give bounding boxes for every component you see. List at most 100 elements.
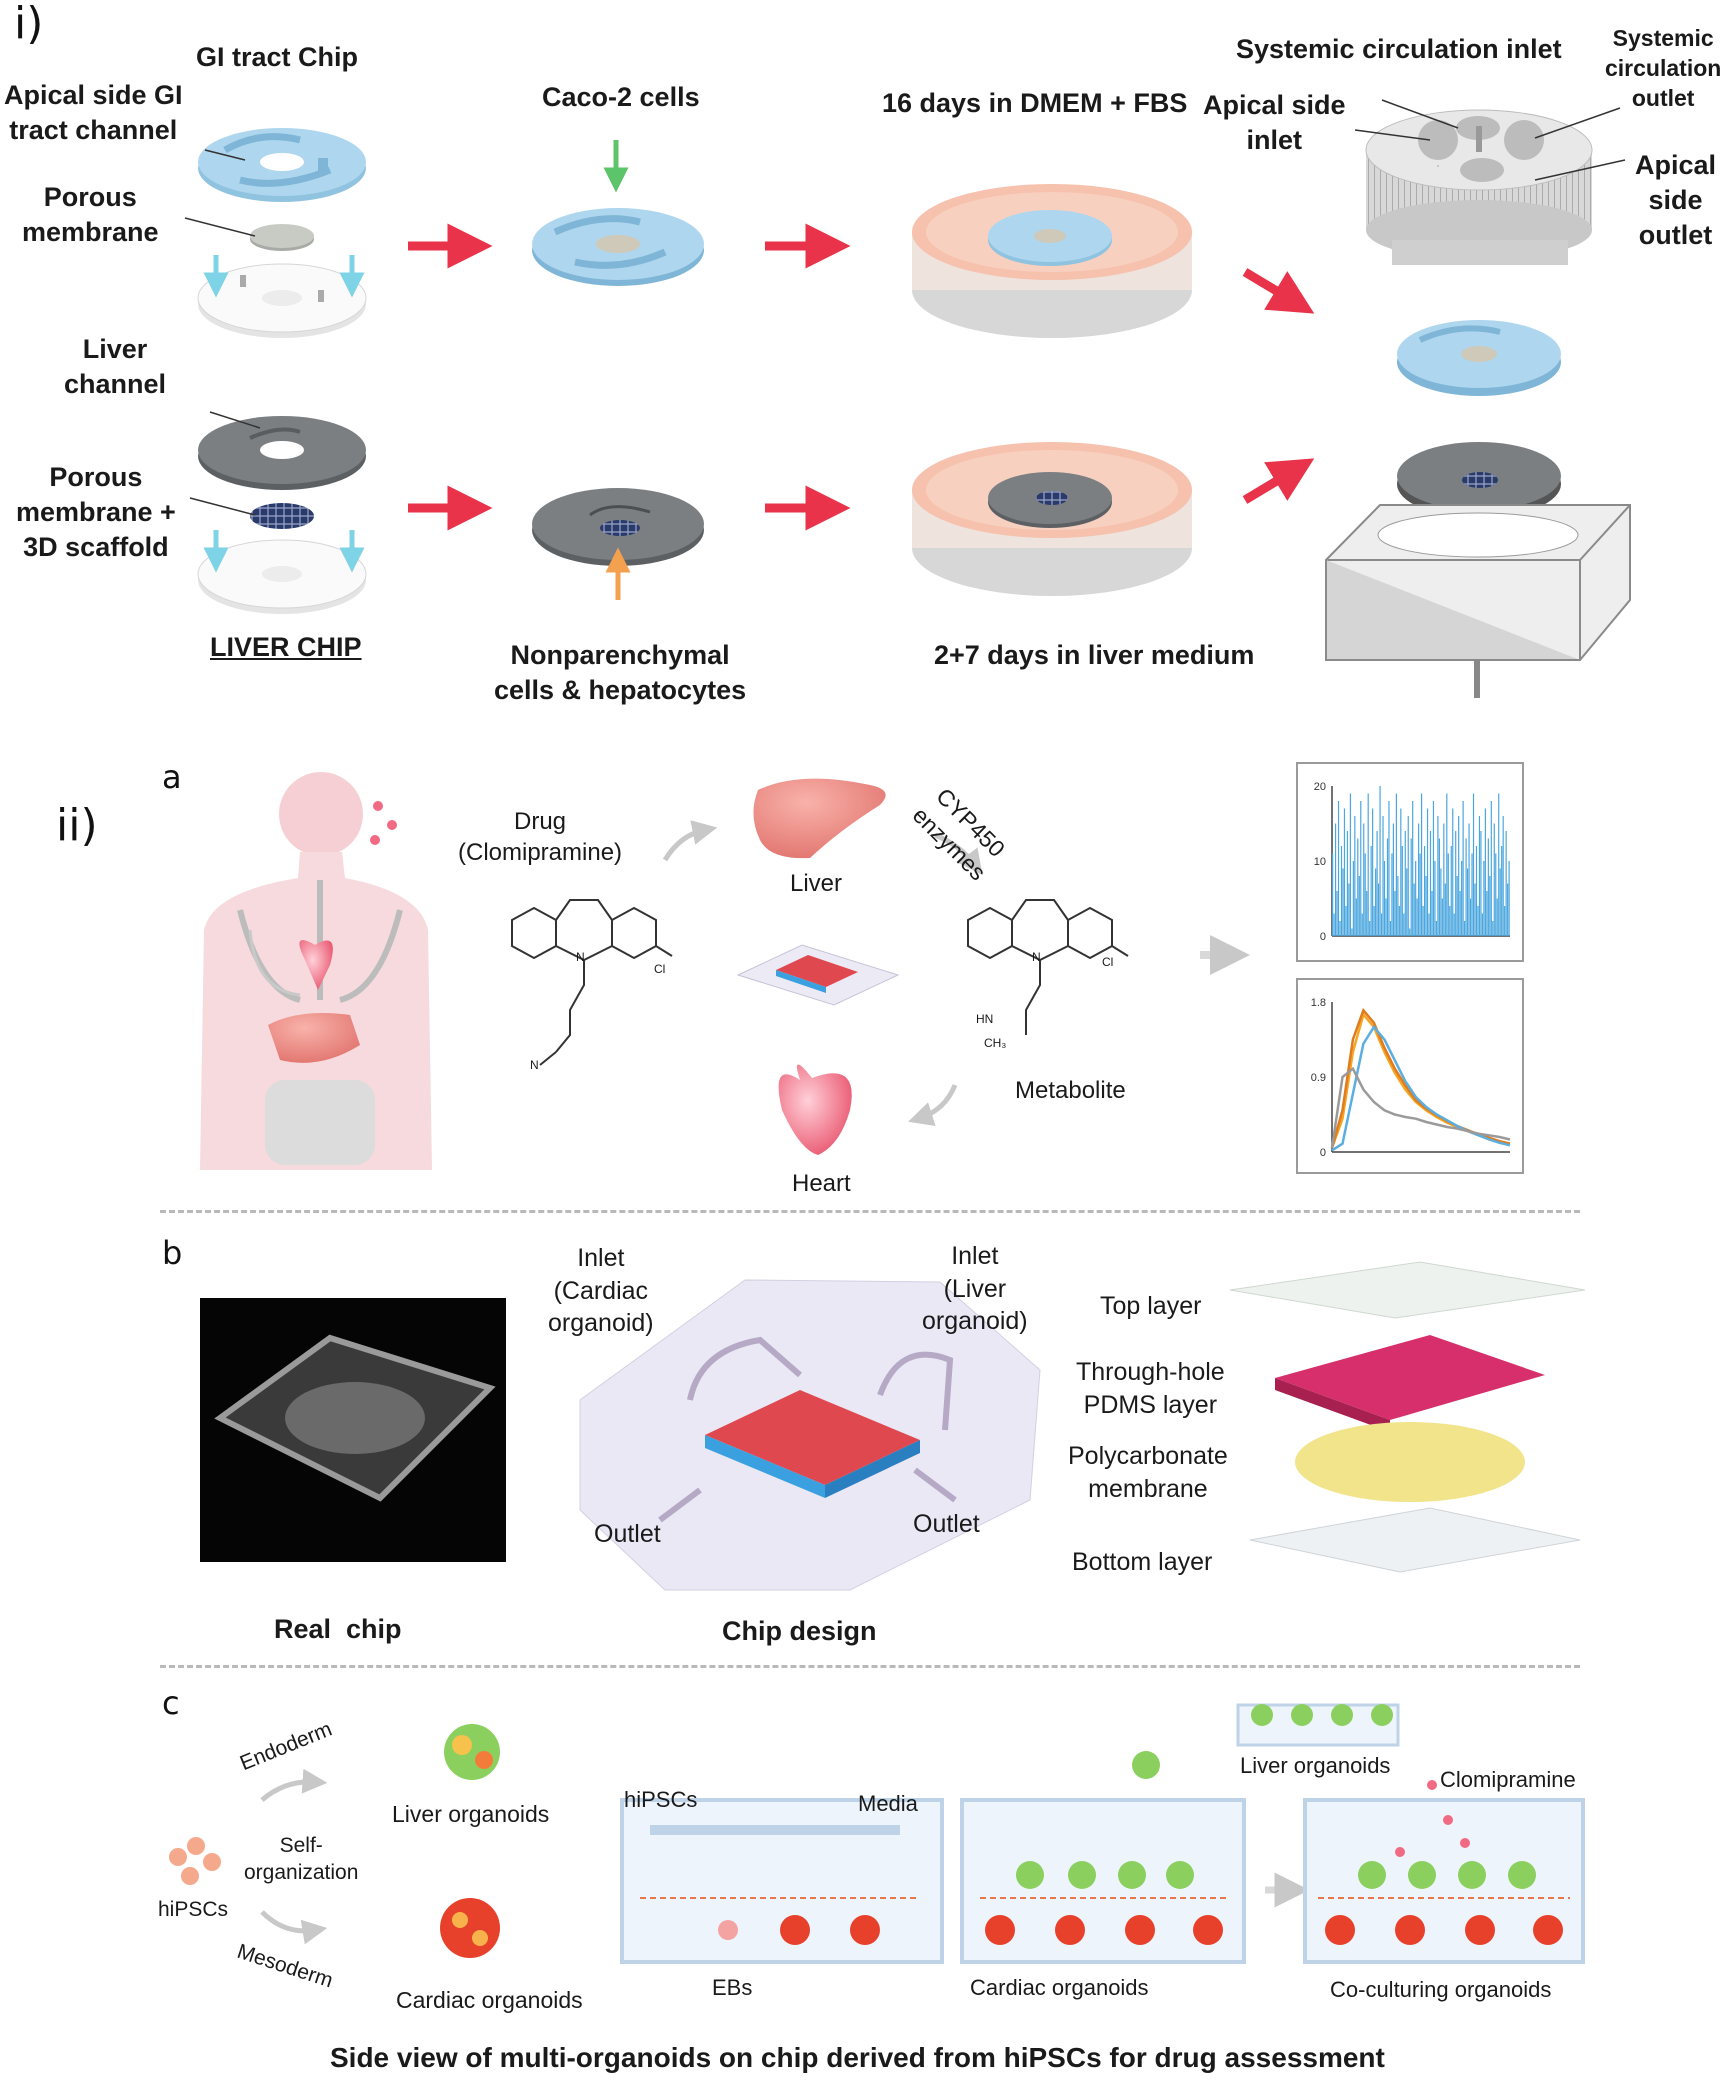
bottom-layer-label: Bottom layer bbox=[1072, 1548, 1213, 1576]
bar bbox=[1477, 906, 1479, 936]
bar bbox=[1407, 816, 1409, 936]
liver-medium-label: 2+7 days in liver medium bbox=[934, 640, 1255, 670]
systemic-outlet-label: Systemic circulation outlet bbox=[1605, 25, 1722, 111]
bar bbox=[1447, 853, 1449, 936]
curved-arrow bbox=[934, 832, 983, 875]
bar bbox=[1398, 906, 1400, 936]
n-atom-drug-ring: N bbox=[576, 950, 585, 964]
flow-arrow bbox=[1242, 268, 1315, 314]
y-tick-label: 0 bbox=[1320, 931, 1326, 943]
bar bbox=[1336, 891, 1338, 936]
bar bbox=[1391, 853, 1393, 936]
bar bbox=[1504, 906, 1506, 936]
liver-organoids-label-2: Liver organoids bbox=[1240, 1753, 1391, 1778]
bar bbox=[1446, 793, 1448, 936]
bar bbox=[1412, 801, 1414, 936]
nonparenchymal-label: Nonparenchymal cells & hepatocytes bbox=[494, 640, 747, 706]
clomipramine-structure bbox=[511, 899, 673, 1066]
bar bbox=[1360, 801, 1362, 936]
heart-illustration bbox=[778, 1064, 852, 1155]
bar bbox=[1471, 853, 1473, 936]
curved-arrow bbox=[908, 1084, 958, 1127]
top-layer-label: Top layer bbox=[1100, 1292, 1202, 1320]
bar bbox=[1410, 838, 1412, 936]
hepatocyte-chip bbox=[532, 488, 704, 600]
bar bbox=[1357, 838, 1359, 936]
bar bbox=[1363, 823, 1365, 936]
y-tick-label: 1.8 bbox=[1311, 997, 1326, 1009]
bar bbox=[1394, 891, 1396, 936]
liver-chip-title: LIVER CHIP bbox=[210, 632, 362, 662]
bar bbox=[1440, 868, 1442, 936]
bar bbox=[1449, 906, 1451, 936]
media-label: Media bbox=[858, 1791, 918, 1816]
gi-chip-title: GI tract Chip bbox=[196, 42, 359, 72]
bar bbox=[1339, 921, 1341, 936]
chip-design-caption: Chip design bbox=[722, 1616, 877, 1646]
inlet-cardiac-label: Inlet (Cardiac organoid) bbox=[548, 1244, 654, 1337]
panel-c-letter: c bbox=[162, 1684, 180, 1722]
hn-group: HN bbox=[976, 1012, 994, 1026]
bar bbox=[1352, 861, 1354, 936]
bar bbox=[1423, 846, 1426, 936]
concentration-chart-svg: 00.91.8 bbox=[1311, 997, 1511, 1159]
flow-arrow bbox=[1242, 458, 1315, 504]
bar bbox=[1498, 793, 1500, 936]
cardiac-organoids-label-2: Cardiac organoids bbox=[970, 1975, 1149, 2000]
bar bbox=[1351, 928, 1353, 936]
systemic-inlet-label: Systemic circulation inlet bbox=[1236, 34, 1562, 64]
bar bbox=[1386, 838, 1389, 936]
panel-b-letter: b bbox=[162, 1234, 183, 1272]
bar bbox=[1382, 816, 1384, 936]
metabolite-structure bbox=[967, 899, 1129, 1035]
petri-dish-dmem bbox=[912, 184, 1192, 338]
bar bbox=[1334, 823, 1337, 936]
inlet-liver-label: Inlet (Liver organoid) bbox=[922, 1242, 1028, 1335]
bar bbox=[1342, 868, 1344, 936]
bar bbox=[1392, 823, 1395, 936]
bar bbox=[1481, 913, 1484, 936]
bar bbox=[1466, 868, 1469, 936]
bar bbox=[1495, 853, 1497, 936]
bar bbox=[1409, 928, 1411, 936]
bar bbox=[1397, 876, 1399, 936]
ebs-label: EBs bbox=[712, 1975, 753, 2000]
bar bbox=[1452, 808, 1454, 936]
divider-bc bbox=[160, 1665, 1580, 1668]
bar bbox=[1444, 883, 1446, 936]
outlet-right-label: Outlet bbox=[913, 1510, 980, 1538]
bar bbox=[1492, 921, 1494, 936]
bar bbox=[1483, 861, 1485, 936]
bar bbox=[1443, 823, 1445, 936]
bar bbox=[1501, 846, 1503, 936]
drug-label: Drug (Clomipramine) bbox=[458, 808, 623, 867]
bar bbox=[1421, 793, 1423, 936]
bar bbox=[1404, 831, 1406, 936]
bar bbox=[1337, 801, 1340, 936]
bar bbox=[1403, 913, 1405, 936]
real-chip-image bbox=[214, 1334, 496, 1502]
bar bbox=[1388, 801, 1390, 936]
layer-stack bbox=[1229, 1261, 1586, 1573]
bar bbox=[1343, 808, 1346, 936]
bar bbox=[1493, 823, 1495, 936]
porous-membrane-label: Porous membrane bbox=[22, 182, 159, 248]
polycarbonate-label: Polycarbonate membrane bbox=[1068, 1442, 1228, 1503]
bar bbox=[1383, 861, 1386, 936]
bar bbox=[1372, 808, 1374, 936]
bar bbox=[1389, 921, 1392, 936]
real-chip-photo bbox=[200, 1298, 506, 1562]
y-tick-label: 0 bbox=[1320, 1147, 1326, 1159]
bar bbox=[1474, 883, 1476, 936]
liver-label: Liver bbox=[790, 870, 843, 897]
bar bbox=[1333, 913, 1335, 936]
caco2-label: Caco-2 cells bbox=[542, 82, 700, 112]
bar bbox=[1468, 823, 1470, 936]
self-organization-label: Self- organization bbox=[244, 1834, 359, 1885]
bar bbox=[1358, 876, 1360, 936]
liver-channel-label: Liver channel bbox=[64, 334, 167, 400]
bar bbox=[1354, 816, 1356, 936]
bar bbox=[1459, 891, 1461, 936]
